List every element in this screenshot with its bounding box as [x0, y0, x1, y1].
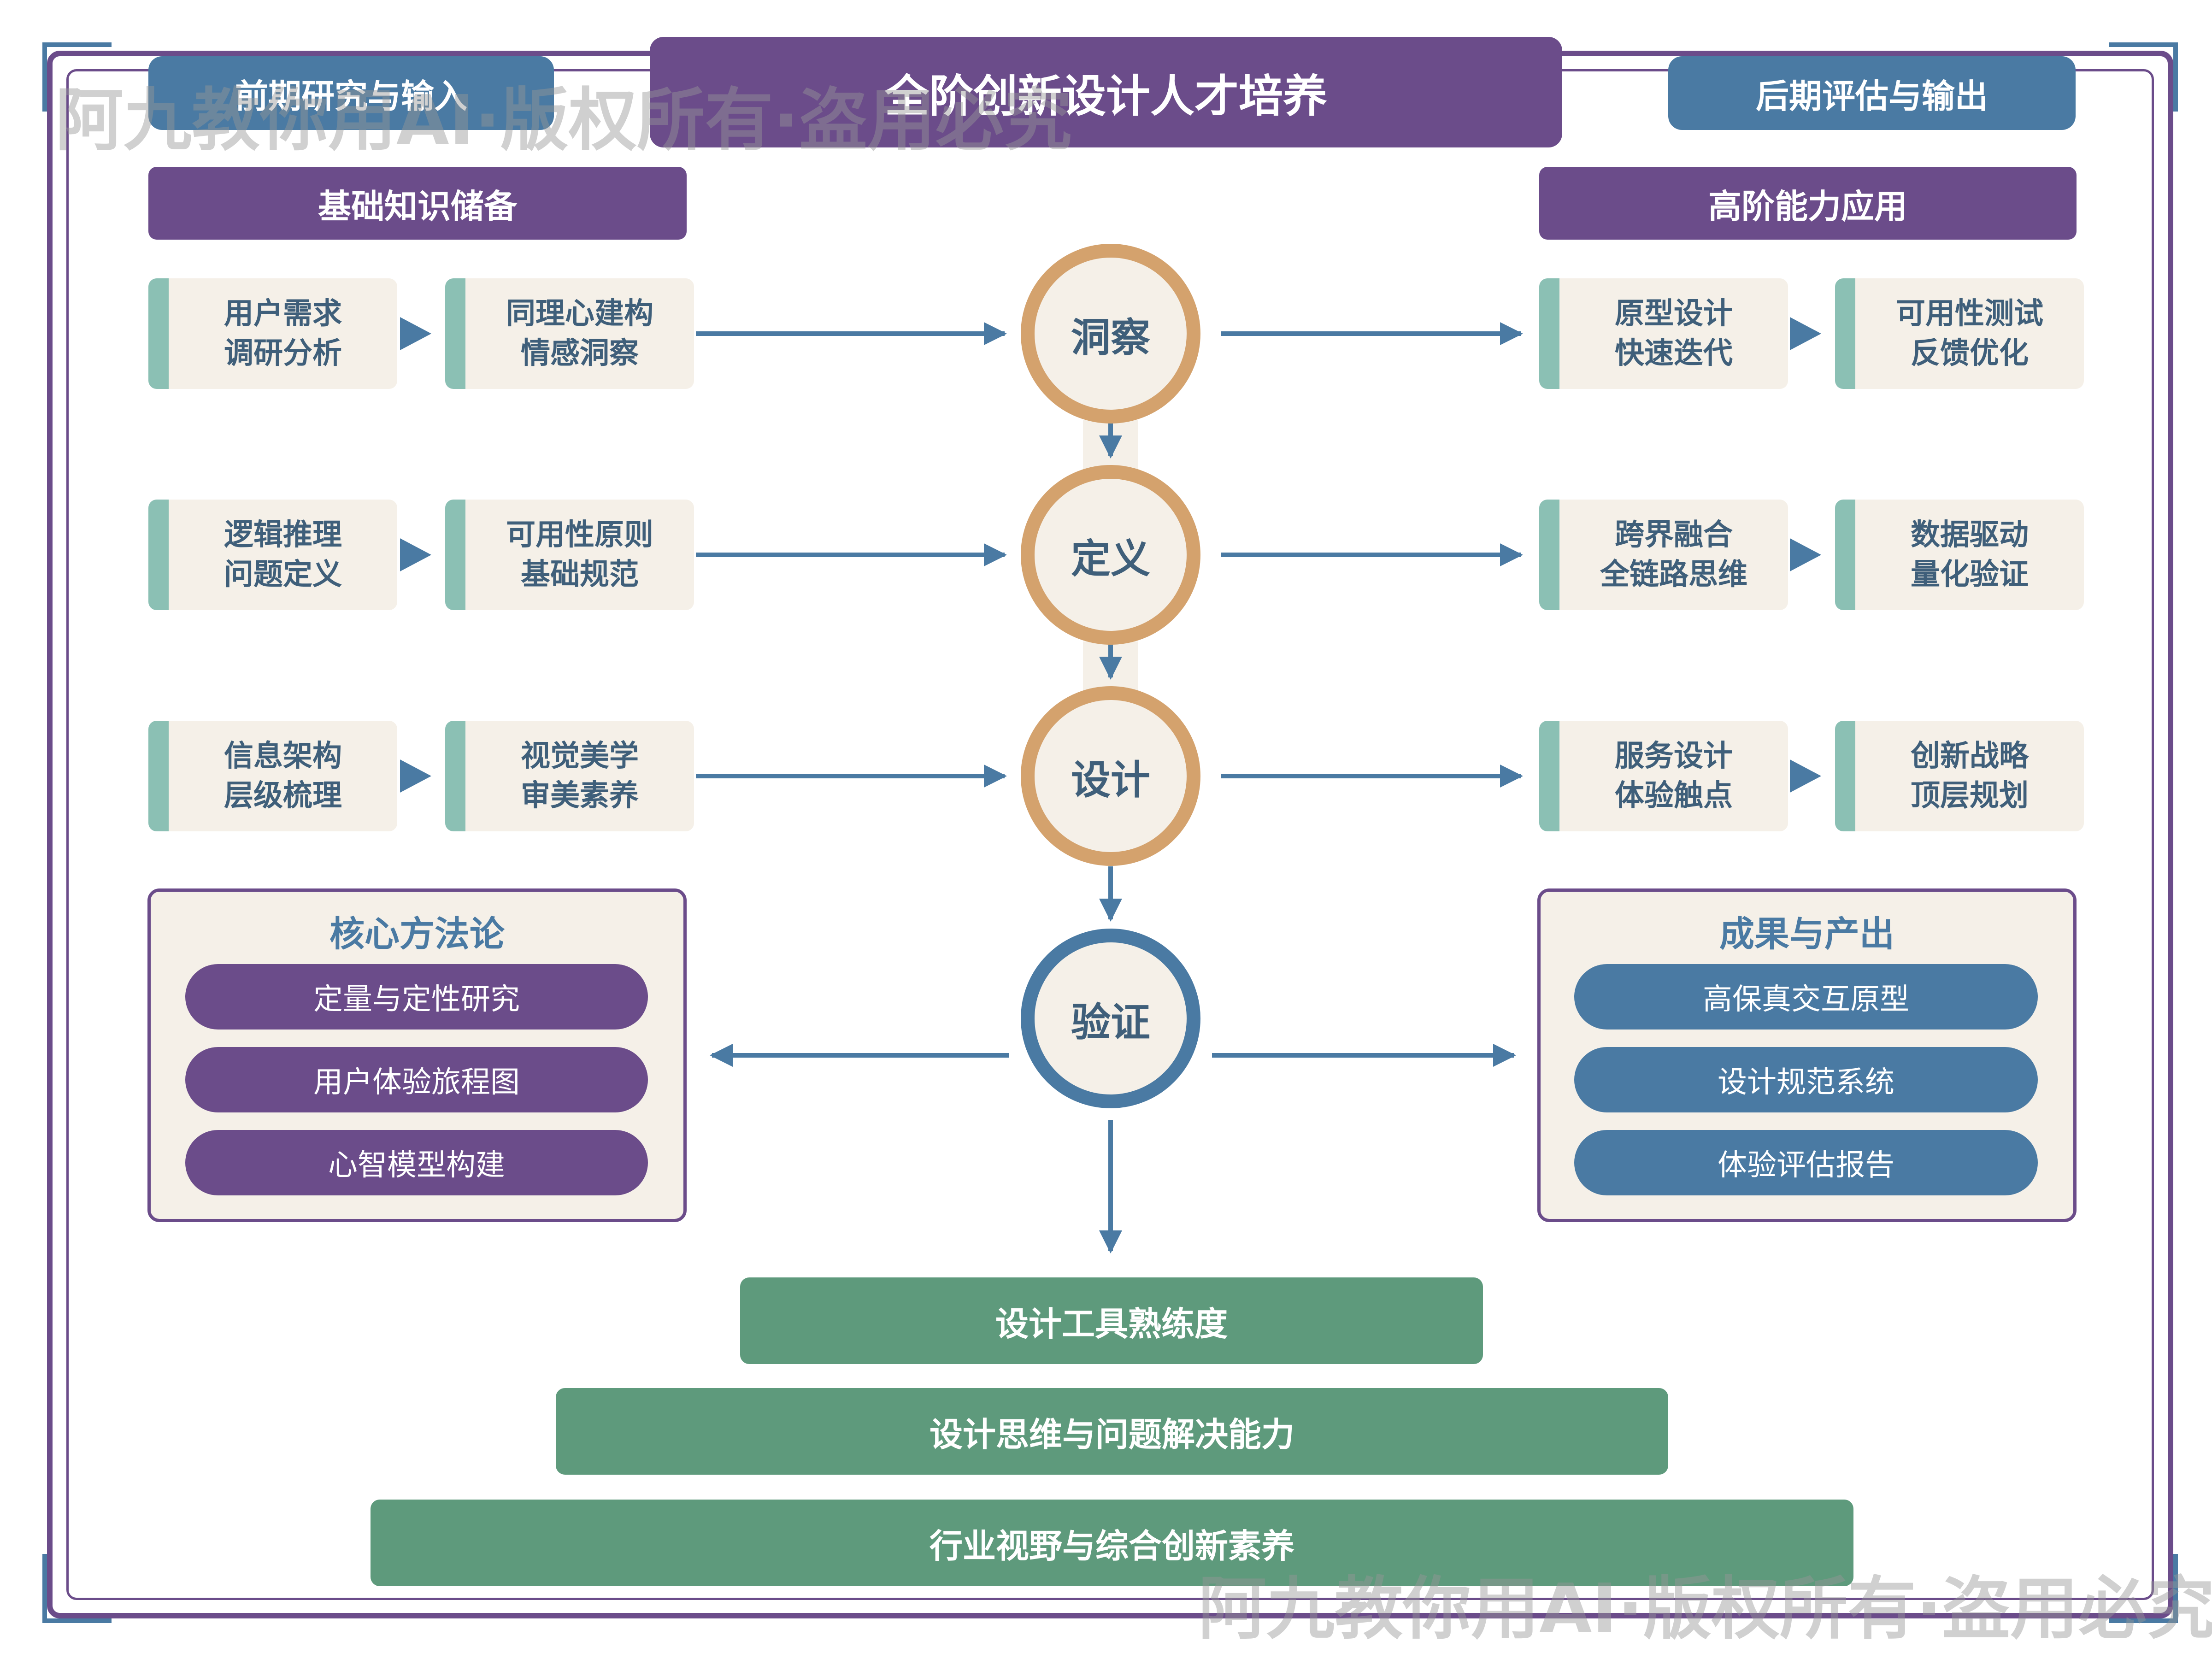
panel-title: 成果与产出: [1719, 913, 1894, 954]
stage-label: 验证: [1071, 999, 1150, 1046]
outcome-item-2: 设计规范系统: [1574, 1047, 2038, 1112]
outcome-label: 设计规范系统: [1718, 1065, 1894, 1100]
stage-circle-validate: 验证: [1021, 929, 1200, 1108]
card-line: 逻辑推理: [224, 518, 342, 552]
card-line: 全链路思维: [1600, 558, 1747, 592]
card-line: 量化验证: [1911, 558, 2029, 592]
arrow-right-row1: [1790, 317, 1821, 350]
card-line: 可用性测试: [1896, 296, 2043, 331]
section-title-foundation-knowledge: 基础知识储备: [148, 167, 687, 240]
card-line: 顶层规划: [1911, 779, 2029, 813]
foundation-level-1: 设计工具熟练度: [740, 1277, 1483, 1364]
card-left-row3-b: 视觉美学审美素养: [445, 721, 694, 831]
header-output-label: 后期评估与输出: [1668, 56, 2076, 130]
card-line: 原型设计: [1615, 296, 1733, 331]
card-line: 体验触点: [1615, 779, 1733, 813]
card-line: 审美素养: [521, 779, 639, 813]
stage-label: 洞察: [1071, 314, 1150, 361]
card-left-row2-b: 可用性原则基础规范: [445, 500, 694, 610]
foundation-label: 行业视野与综合创新素养: [929, 1526, 1294, 1565]
corner-bracket-top-right: [2109, 42, 2178, 112]
arrow-right-row3: [1790, 759, 1821, 793]
card-line: 创新战略: [1911, 739, 2029, 773]
card-right-row2-a: 跨界融合全链路思维: [1539, 500, 1788, 610]
stage-circle-insight: 洞察: [1021, 244, 1200, 424]
method-label: 定量与定性研究: [313, 982, 520, 1017]
section-title-advanced-skills: 高阶能力应用: [1539, 167, 2077, 240]
card-line: 服务设计: [1615, 739, 1733, 773]
method-label: 心智模型构建: [328, 1148, 505, 1182]
stage-circle-define: 定义: [1021, 465, 1200, 645]
outcome-label: 高保真交互原型: [1703, 982, 1909, 1017]
header-output-text: 后期评估与输出: [1755, 76, 1988, 116]
method-item-1: 定量与定性研究: [185, 964, 648, 1030]
card-line: 快速迭代: [1615, 336, 1733, 371]
arrow-left-row1: [400, 317, 431, 350]
card-line: 同理心建构: [506, 296, 653, 331]
section-title-right-text: 高阶能力应用: [1708, 187, 1907, 226]
card-line: 调研分析: [224, 336, 342, 371]
card-right-row2-b: 数据驱动量化验证: [1835, 500, 2084, 610]
card-right-row3-a: 服务设计体验触点: [1539, 721, 1788, 831]
card-right-row1-b: 可用性测试反馈优化: [1835, 278, 2084, 389]
card-left-row2-a: 逻辑推理问题定义: [148, 500, 397, 610]
card-right-row3-b: 创新战略顶层规划: [1835, 721, 2084, 831]
foundation-label: 设计工具熟练度: [995, 1304, 1228, 1343]
card-left-row3-a: 信息架构层级梳理: [148, 721, 397, 831]
card-left-row1-a: 用户需求调研分析: [148, 278, 397, 389]
card-line: 视觉美学: [521, 739, 639, 773]
header-input-label: 前期研究与输入: [148, 56, 554, 130]
method-item-3: 心智模型构建: [185, 1130, 648, 1195]
card-line: 信息架构: [224, 739, 342, 773]
outer-frame: [47, 51, 2173, 1618]
page-title-text: 全阶创新设计人才培养: [885, 70, 1327, 122]
header-input-text: 前期研究与输入: [235, 76, 467, 116]
card-line: 情感洞察: [521, 336, 639, 371]
method-item-2: 用户体验旅程图: [185, 1047, 648, 1112]
card-line: 问题定义: [224, 558, 342, 592]
card-left-row1-b: 同理心建构情感洞察: [445, 278, 694, 389]
watermark-top: 阿九教你用AI·版权所有·盗用必究: [55, 81, 1072, 160]
stage-label: 设计: [1071, 757, 1150, 803]
stage-label: 定义: [1071, 535, 1150, 582]
card-right-row1-a: 原型设计快速迭代: [1539, 278, 1788, 389]
foundation-level-2: 设计思维与问题解决能力: [556, 1388, 1668, 1475]
card-line: 用户需求: [224, 296, 342, 331]
card-line: 反馈优化: [1911, 336, 2029, 371]
page-title: 全阶创新设计人才培养: [650, 37, 1562, 147]
card-line: 跨界融合: [1615, 518, 1733, 552]
method-label: 用户体验旅程图: [313, 1065, 520, 1100]
corner-bracket-top-left: [42, 42, 112, 112]
foundation-level-3: 行业视野与综合创新素养: [371, 1500, 1853, 1586]
outcome-label: 体验评估报告: [1718, 1148, 1894, 1182]
section-title-left-text: 基础知识储备: [318, 187, 517, 226]
outcome-item-1: 高保真交互原型: [1574, 964, 2038, 1030]
card-line: 可用性原则: [506, 518, 653, 552]
stage-circle-design: 设计: [1021, 686, 1200, 866]
corner-bracket-bottom-left: [42, 1554, 112, 1623]
card-line: 层级梳理: [224, 779, 342, 813]
panel-title: 核心方法论: [329, 913, 505, 954]
card-line: 基础规范: [521, 558, 639, 592]
watermark-bottom: 阿九教你用AI·版权所有·盗用必究: [1198, 1569, 2212, 1648]
arrow-right-row2: [1790, 538, 1821, 571]
card-line: 数据驱动: [1911, 518, 2029, 552]
arrow-left-row3: [400, 759, 431, 793]
foundation-label: 设计思维与问题解决能力: [929, 1415, 1294, 1454]
outcome-item-3: 体验评估报告: [1574, 1130, 2038, 1195]
arrow-left-row2: [400, 538, 431, 571]
corner-bracket-bottom-right: [2109, 1554, 2178, 1623]
